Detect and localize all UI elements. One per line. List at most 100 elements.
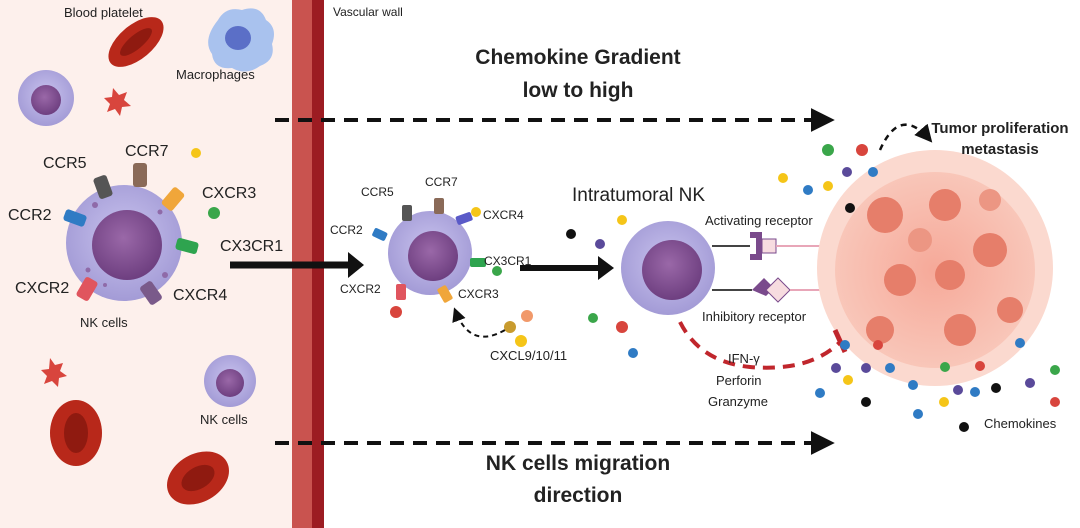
- chemokine-dot: [628, 348, 638, 358]
- tumor-label-line1: Tumor proliferation: [931, 120, 1068, 137]
- cxcr2-receptor: [396, 284, 406, 300]
- chemokine-dot: [991, 383, 1001, 393]
- inhibitory-ligand: [765, 277, 791, 303]
- chemokine-dot: [815, 388, 825, 398]
- chemokine-dot: [843, 375, 853, 385]
- large-nk-cell: [66, 185, 182, 301]
- cxcr2-receptor: [76, 277, 98, 301]
- small-receptor-label-ccr7: CCR7: [425, 175, 458, 189]
- small-receptor-label-cx3cr1: CX3CR1: [484, 254, 532, 268]
- ccr2-receptor: [372, 228, 388, 241]
- chemokine-dot: [492, 266, 502, 276]
- small-nk-cell: [204, 355, 256, 407]
- chemokine-dot: [515, 335, 527, 347]
- chemokine-dot: [208, 207, 220, 219]
- perforin-label: Perforin: [716, 373, 762, 388]
- platelet: [41, 358, 67, 387]
- receptor-label-ccr7: CCR7: [125, 143, 169, 160]
- chemokine-dot: [975, 361, 985, 371]
- tumor-mass: [817, 150, 1053, 386]
- chemokine-dot: [616, 321, 628, 333]
- chemokine-dot: [471, 207, 481, 217]
- receptor-label-cxcr4: CXCR4: [173, 287, 227, 304]
- chemokine-dot: [845, 203, 855, 213]
- cytotoxic-inhibition-line: [678, 321, 842, 370]
- chemokine-dot: [504, 321, 516, 333]
- chemokine-dot: [1050, 397, 1060, 407]
- small-receptor-label-cxcr4: CXCR4: [483, 208, 524, 222]
- small-receptor-label-cxcr3: CXCR3: [458, 287, 499, 301]
- activating-ligand: [761, 238, 777, 254]
- migration-title-line1: NK cells migration: [486, 452, 670, 475]
- chemokine-dot: [521, 310, 533, 322]
- chemokine-dot: [885, 363, 895, 373]
- cx3cr1-receptor: [470, 258, 486, 267]
- ccr5-receptor: [93, 175, 113, 199]
- chemokine-dot: [595, 239, 605, 249]
- chemokines-label: Chemokines: [984, 416, 1057, 431]
- chemokine-dot: [840, 340, 850, 350]
- chemokine-dot: [873, 340, 883, 350]
- small-receptor-label-cxcr2: CXCR2: [340, 282, 381, 296]
- cxcr4-receptor: [455, 212, 473, 225]
- inhibitory-receptor-label: Inhibitory receptor: [702, 309, 807, 324]
- chemokine-dot: [566, 229, 576, 239]
- chemokine-dot: [970, 387, 980, 397]
- chemokine-dot: [856, 144, 868, 156]
- ccr2-receptor: [63, 209, 87, 227]
- proliferation-curve-arrow: [878, 123, 933, 151]
- cxcl-label: CXCL9/10/11: [490, 348, 567, 363]
- receptor-label-ccr5: CCR5: [43, 155, 87, 172]
- migration-title-line2: direction: [534, 484, 623, 507]
- chemokine-dot: [953, 385, 963, 395]
- red-blood-cell: [108, 17, 164, 67]
- infiltration-arrow-head: [598, 256, 614, 280]
- small-nk-cell: [18, 70, 74, 126]
- chemokine-dot: [959, 422, 969, 432]
- receptor-label-cx3cr1: CX3CR1: [220, 238, 283, 255]
- receptor-label-cxcr2: CXCR2: [15, 280, 69, 297]
- receptor-label-cxcr3: CXCR3: [202, 185, 256, 202]
- activating-receptor-label: Activating receptor: [705, 213, 813, 228]
- chemokine-dot: [868, 167, 878, 177]
- extravasation-arrow-head: [348, 252, 364, 278]
- chemokine-dot: [390, 306, 402, 318]
- blood-platelet-label: Blood platelet: [64, 5, 143, 20]
- small-receptor-label-ccr5: CCR5: [361, 185, 394, 199]
- intratumoral-nk-label: Intratumoral NK: [572, 185, 705, 206]
- ccr7-receptor: [133, 163, 147, 187]
- cx3cr1-receptor: [175, 238, 199, 254]
- nk-cells-label-bottom: NK cells: [200, 412, 248, 427]
- chemokine-dot: [588, 313, 598, 323]
- chemokine-dot: [831, 363, 841, 373]
- chemokine-dot: [778, 173, 788, 183]
- chemokine-dot: [913, 409, 923, 419]
- platelet: [104, 88, 131, 116]
- migrating-nk-cell: [388, 211, 472, 295]
- macrophage: [208, 8, 274, 72]
- chemokine-dot: [1015, 338, 1025, 348]
- chemokine-dot: [861, 363, 871, 373]
- chemokine-dot: [940, 362, 950, 372]
- red-blood-cell: [167, 451, 229, 505]
- red-blood-cell: [50, 400, 102, 466]
- ccr5-receptor: [402, 205, 412, 221]
- gradient-title-line1: Chemokine Gradient: [475, 46, 680, 69]
- chemokine-dot: [1025, 378, 1035, 388]
- cxcr3-receptor: [437, 285, 453, 303]
- cxcr3-receptor: [161, 187, 185, 211]
- receptor-label-ccr2: CCR2: [8, 207, 52, 224]
- chemokine-dot: [861, 397, 871, 407]
- vascular-wall-label: Vascular wall: [333, 5, 403, 19]
- chemokine-dot: [823, 181, 833, 191]
- small-receptor-label-ccr2: CCR2: [330, 223, 363, 237]
- nk-cells-label: NK cells: [80, 315, 128, 330]
- chemokine-dot: [842, 167, 852, 177]
- chemokine-dot: [908, 380, 918, 390]
- cxcl-feedback-arrow: [452, 307, 506, 338]
- macrophages-label: Macrophages: [176, 67, 255, 82]
- granzyme-label: Granzyme: [708, 394, 768, 409]
- gradient-title-line2: low to high: [523, 79, 634, 102]
